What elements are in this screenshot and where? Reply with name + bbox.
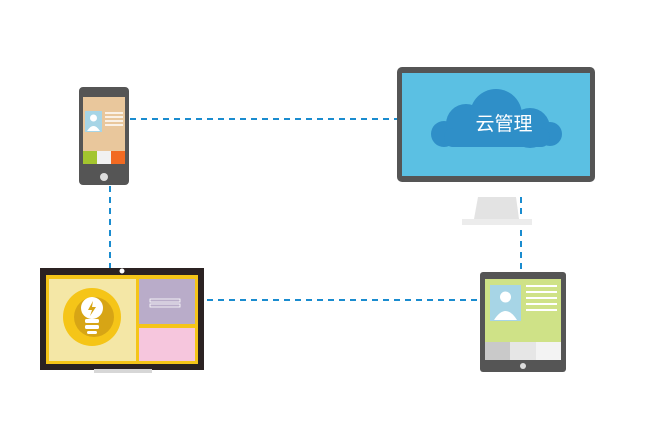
lightbulb-icon bbox=[74, 297, 114, 337]
tv-camera-dot bbox=[119, 268, 125, 274]
smartphone bbox=[79, 87, 129, 185]
connectors bbox=[109, 118, 522, 301]
phone-text-lines bbox=[105, 112, 123, 126]
tv-text-lines bbox=[149, 298, 181, 308]
phone-tile-white bbox=[97, 151, 111, 164]
phone-home-button bbox=[100, 173, 108, 181]
tablet-tile-3 bbox=[536, 342, 561, 360]
tablet-tile-2 bbox=[510, 342, 536, 360]
smart-tv bbox=[40, 268, 204, 373]
phone-tile-orange bbox=[111, 151, 125, 164]
cloud-label: 云管理 bbox=[475, 113, 532, 135]
tv-stand bbox=[94, 369, 152, 373]
tablet-text-lines bbox=[526, 285, 557, 311]
tablet-home-button bbox=[520, 363, 526, 369]
monitor-stand bbox=[462, 197, 532, 225]
tv-panel-purple bbox=[139, 279, 195, 324]
cloud-monitor: 云管理 bbox=[397, 67, 595, 225]
tablet-contact-icon bbox=[490, 285, 521, 321]
cloud-icon bbox=[431, 89, 562, 148]
tablet bbox=[480, 272, 566, 372]
contact-card-icon bbox=[85, 111, 102, 132]
tv-panel-pink bbox=[139, 328, 195, 361]
phone-tile-green bbox=[83, 151, 97, 164]
tablet-tile-1 bbox=[485, 342, 510, 360]
